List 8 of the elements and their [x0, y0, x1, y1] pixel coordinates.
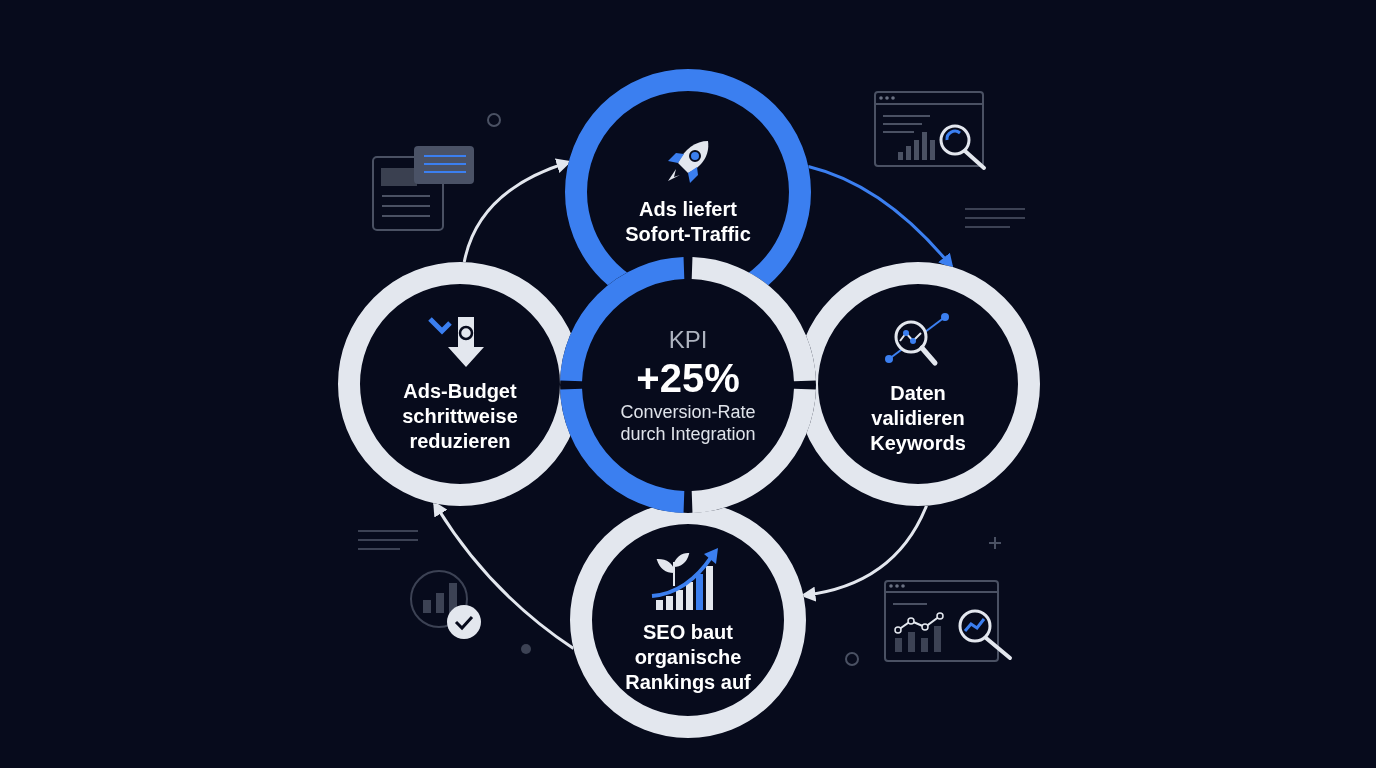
arrow	[433, 500, 575, 650]
kpi-value: +25%	[636, 355, 740, 401]
node-label: Daten validieren Keywords	[869, 380, 967, 456]
node-label: Ads liefert Sofort-Traffic	[624, 197, 752, 247]
kpi-label: KPI	[668, 325, 708, 355]
node-label: SEO baut organische Rankings auf	[624, 619, 752, 695]
node-label: Ads-Budget schrittweise reduzieren	[401, 378, 519, 454]
kpi-description: Conversion-Rate durch Integration	[619, 401, 757, 445]
